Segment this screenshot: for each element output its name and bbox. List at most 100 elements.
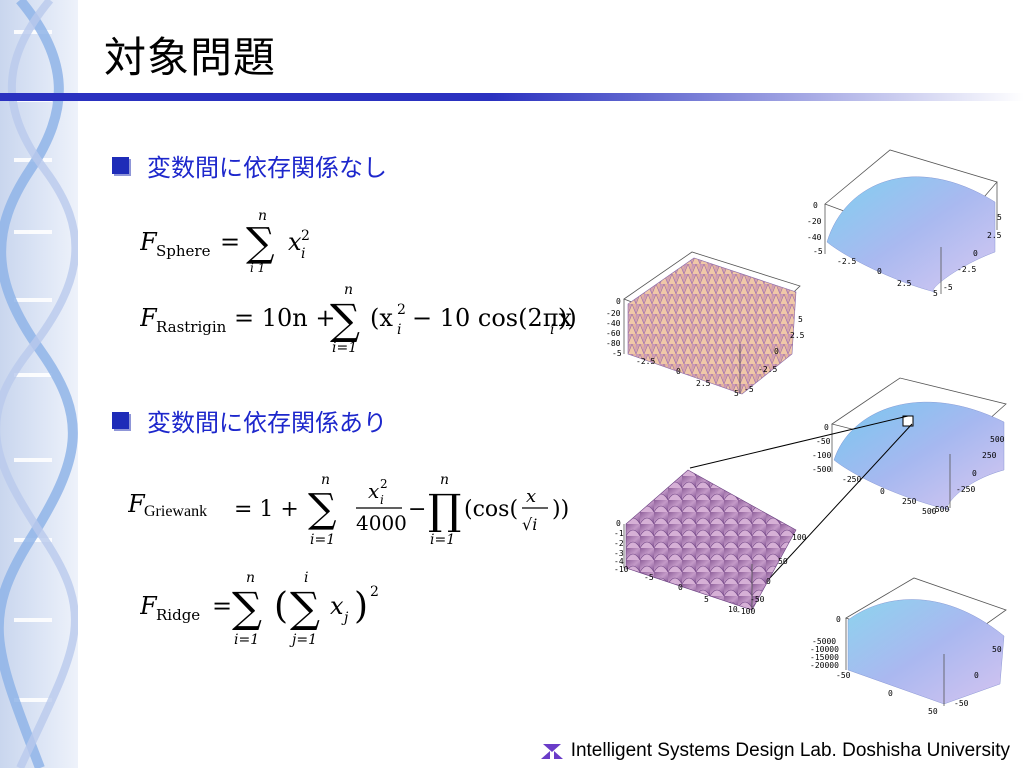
z-tick-label: 0 [616,519,621,528]
svg-text:x: x [288,228,302,256]
svg-text:(x: (x [370,304,393,332]
x-tick-label: 0 [678,583,683,592]
y-tick-label: 0 [766,577,771,586]
x-tick-label: 5 [734,389,739,398]
formula-subscript: Ridge [156,606,200,624]
plot-griewank-inner: 0 -1 -2 -3 -4 -10 100 50 0 -50 -100 -5 0… [612,464,812,628]
svg-text:x: x [330,592,344,620]
z-tick-label: -2 [614,539,624,548]
x-tick-label: -250 [842,475,861,484]
x-tick-label: 2.5 [696,379,711,388]
y-tick-label: 2.5 [987,231,1002,240]
z-tick-label: -500 [812,465,831,474]
x-tick-label: 0 [880,487,885,496]
svg-text:i: i [301,246,305,262]
svg-text:(: ( [274,586,288,627]
y-tick-label: 50 [778,557,788,566]
z-tick-label: -3 [614,549,624,558]
formula-griewank: F Griewank = 1 + ∑ n i=1 x 2 i 4000 − ∏ … [127,472,588,566]
cos-numerator: x [526,486,536,507]
svg-text:2: 2 [380,477,388,491]
y-tick-label: 0 [973,249,978,258]
z-tick-label: -50 [816,437,831,446]
x-tick-label: 0 [888,689,893,698]
x-tick-label: -2.5 [837,257,856,266]
y-tick-label: 0 [774,347,779,356]
sum-lower: i=1 [332,340,357,356]
z-tick-label: 0 [813,201,818,210]
x-tick-label: -5 [644,573,654,582]
y-tick-label: -50 [750,595,765,604]
sum-upper: n [344,282,353,298]
y-tick-label: -100 [736,607,755,616]
bullet-dependent: 変数間に依存関係あり [112,403,387,438]
formula-sphere: F Sphere = ∑ n i 1 x 2 i [139,206,340,280]
svg-text:i=1: i=1 [430,532,455,548]
z-tick-label: -5000 [812,637,836,646]
x-tick-label: 5 [933,289,938,298]
sum-upper: n [321,472,330,488]
z-tick-label: -80 [606,339,621,348]
sum-lower: i=1 [310,532,335,548]
svg-text:∑: ∑ [232,583,262,632]
x-tick-label: 50 [928,707,938,716]
x-tick-label: 0 [877,267,882,276]
y-tick-label: 5 [997,213,1002,222]
svg-text:− 10 cos(2πx: − 10 cos(2πx [412,304,573,332]
y-tick-label: 0 [972,469,977,478]
sum-lower: i=1 [234,632,259,648]
z-tick-label: -50 [836,671,851,680]
formula-subscript: Rastrigin [156,318,227,336]
svg-text:F: F [140,304,158,332]
dna-helix-decoration [0,0,78,768]
svg-text:F: F [140,592,158,620]
fraction-denominator: 4000 [356,511,407,535]
formula-prefix: = 1 + [234,497,299,522]
z-tick-label: 0 [616,297,621,306]
x-tick-label: 2.5 [897,279,912,288]
y-tick-label: -5 [943,283,953,292]
plot-griewank-outer: 0 -50 -100 -500 500 250 0 -250 -500 -250… [810,372,1020,526]
plot-rastrigin: 0 -20 -40 -60 -80 -5 5 2.5 0 -2.5 -5 -2.… [604,244,814,408]
inner-sum-upper: i [304,570,308,586]
z-tick-label: -40 [606,319,621,328]
x-tick-label: 10 [728,605,738,614]
z-tick-label: 0 [824,423,829,432]
svg-text:∏: ∏ [428,485,461,534]
z-tick-label: 0 [836,615,841,624]
svg-text:j: j [341,610,349,626]
formula-subscript: Sphere [156,242,211,260]
plot-sphere: 0 -20 -40 -5 5 2.5 0 -2.5 -5 -2.5 0 2.5 … [805,142,1015,306]
inner-sum-lower: j=1 [289,632,317,648]
z-tick-label: -5 [612,349,622,358]
z-tick-label: -20 [807,217,822,226]
z-tick-label: -15000 [810,653,839,662]
sidebar-decoration [0,0,78,768]
y-tick-label: 100 [792,533,807,542]
slide-title: 対象問題 [104,33,277,82]
y-tick-label: 0 [974,671,979,680]
z-tick-label: -60 [606,329,621,338]
svg-text:2: 2 [397,302,406,318]
x-tick-label: -2.5 [636,357,655,366]
bullet-independent: 変数間に依存関係なし [112,148,387,183]
svg-text:=: = [220,228,240,256]
z-tick-label: -100 [812,451,831,460]
svg-text:): ) [354,586,368,627]
lab-logo-icon [540,744,563,759]
z-tick-label: -40 [807,233,822,242]
svg-text:F: F [140,228,158,256]
x-tick-label: 0 [676,367,681,376]
bullet-label: 変数間に依存関係あり [147,409,387,437]
y-tick-label: 50 [992,645,1002,654]
product-upper: n [440,472,449,488]
z-tick-label: -4 [614,557,624,566]
svg-text:∑: ∑ [308,486,337,532]
z-tick-label: -10000 [810,645,839,654]
svg-text:F: F [128,490,146,518]
footer-text: Intelligent Systems Design Lab. Doshisha… [570,740,1010,761]
bullet-square-icon [112,412,129,429]
title-underline [0,93,1024,101]
y-tick-label: -250 [956,485,975,494]
y-tick-label: -50 [954,699,969,708]
